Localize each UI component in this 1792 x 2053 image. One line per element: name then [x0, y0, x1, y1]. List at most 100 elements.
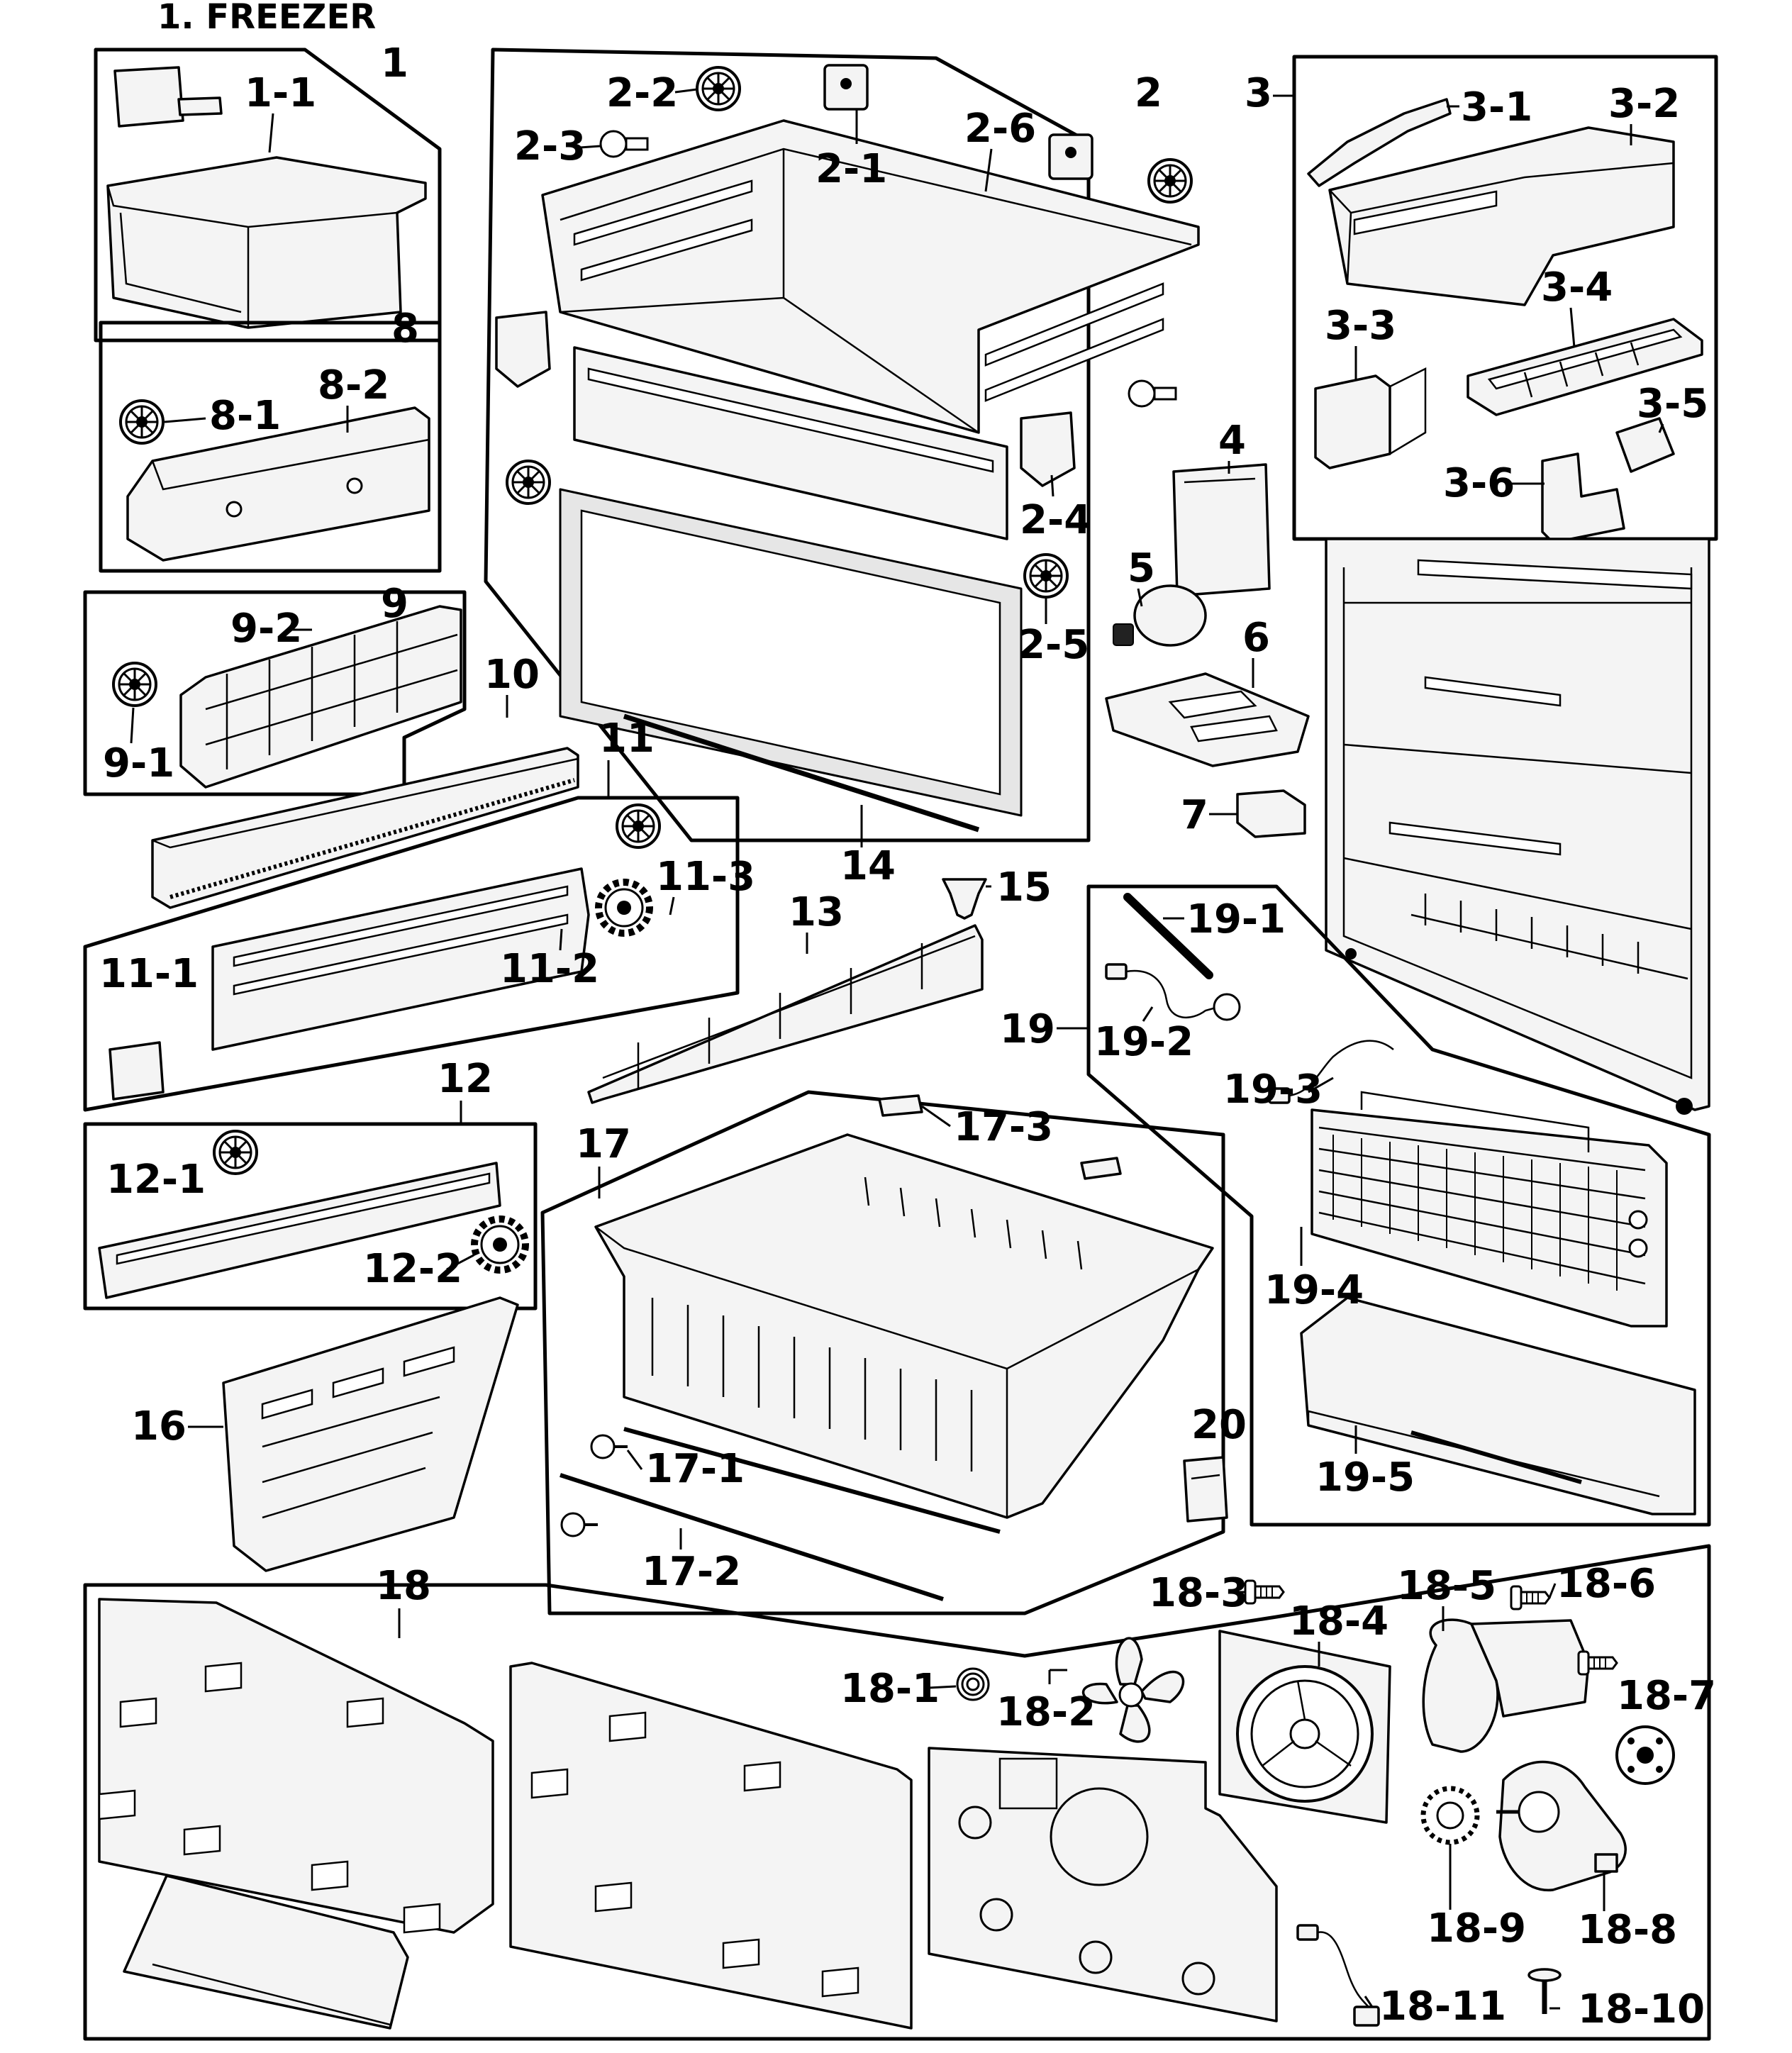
part-10-rail: 10: [151, 652, 579, 909]
callout-18-8: 18-8: [1578, 1907, 1677, 1953]
callout-4: 4: [1218, 418, 1246, 464]
group-9-outline: [83, 590, 467, 796]
drawer-basket: [541, 119, 1200, 434]
callout-6: 6: [1242, 615, 1270, 661]
screw-18-6: [1510, 1585, 1551, 1610]
leader-18-1: [928, 1685, 957, 1689]
callout-17-1: 17-1: [645, 1446, 745, 1492]
callout-2-4: 2-4: [1020, 497, 1091, 543]
rail-11-2: [211, 867, 590, 1051]
group-8-rail: 8 8-1 8-2: [99, 306, 442, 573]
callout-18-5: 18-5: [1397, 1563, 1496, 1609]
leader-9-1: [130, 707, 135, 744]
fan-housing-18-4: [1218, 1630, 1391, 1824]
callout-8-2: 8-2: [318, 362, 389, 408]
sensor-rod-19-1: [1123, 893, 1213, 979]
group-12-outline: [83, 1122, 538, 1311]
callout-11-3: 11-3: [656, 854, 755, 900]
group-17-outline: [540, 1090, 1225, 1615]
callout-11-1: 11-1: [99, 951, 199, 997]
wheel-11: [616, 803, 661, 849]
group-11-outline: [83, 796, 740, 1112]
ejector-arm-3-1: [1307, 98, 1452, 187]
callout-13: 13: [789, 889, 844, 935]
fan-blade-18-2: [1081, 1637, 1185, 1743]
leader-8-1: [164, 417, 206, 423]
fan-cover-plate: [928, 1747, 1278, 2023]
basket-17: [594, 1133, 1214, 1519]
callout-19-3: 19-3: [1223, 1067, 1323, 1113]
leader-1-1: [268, 113, 274, 153]
fan-motor-18-8: [1496, 1760, 1627, 1892]
part-14-gasket-strip: 14: [623, 713, 980, 889]
leader-17-1: [626, 1450, 643, 1470]
module-11-1: [108, 1041, 165, 1101]
cover-3-6: [1541, 452, 1625, 544]
screw-18-6-b: [1577, 1650, 1618, 1676]
callout-9: 9: [381, 581, 408, 627]
ice-bucket: [106, 156, 427, 329]
callout-2-2: 2-2: [606, 70, 678, 116]
harness-19-2: [1105, 963, 1241, 1021]
callout-7: 7: [1181, 792, 1208, 838]
part-7-switch: 7: [1181, 789, 1306, 838]
drawer-clip-2-1: [823, 64, 869, 111]
leader-19-2: [1142, 1006, 1154, 1022]
callout-1: 1: [381, 40, 408, 87]
leader-19-3: [1308, 1076, 1334, 1094]
callout-14: 14: [840, 843, 896, 889]
callout-18-10: 18-10: [1578, 1986, 1705, 2032]
leader-3-4: [1569, 307, 1576, 348]
callout-2-6: 2-6: [964, 106, 1036, 152]
drawer-clip-right: [1048, 133, 1093, 180]
group-18-fan-assembly: 18 18-3 18-4 18-5 18-6 18-1 18-2 18-7 18…: [83, 1544, 1716, 2041]
callout-17: 17: [576, 1121, 631, 1167]
callout-18-9: 18-9: [1427, 1905, 1526, 1952]
callout-18-6: 18-6: [1557, 1561, 1656, 1607]
ice-scoop: [113, 66, 223, 128]
motor-cover-18-5: [1422, 1618, 1590, 1753]
callout-17-2: 17-2: [642, 1549, 741, 1595]
callout-19-2: 19-2: [1094, 1019, 1193, 1065]
callout-3-2: 3-2: [1608, 81, 1680, 127]
basket-label-17-3: [878, 1094, 1122, 1180]
callout-2-5: 2-5: [1018, 622, 1089, 668]
callout-12-2: 12-2: [363, 1246, 462, 1292]
rear-cover-left: [98, 1598, 494, 1934]
leader-12-2: [446, 1254, 474, 1271]
callout-3-3: 3-3: [1325, 303, 1396, 349]
leader-18-11: [1364, 1996, 1374, 2008]
rail-cap-left: [495, 311, 551, 388]
leader-18-6: [1548, 1583, 1557, 1598]
callout-12: 12: [438, 1056, 493, 1102]
callout-19-5: 19-5: [1315, 1454, 1415, 1501]
callout-2-3: 2-3: [514, 123, 586, 169]
group-12-rail: 12 12-1 12-2: [83, 1056, 538, 1311]
freezer-cabinet: [1325, 538, 1710, 1115]
part-5-lamp: 5: [1113, 545, 1207, 647]
wheel-2-5: [1023, 553, 1069, 599]
callout-2-1: 2-1: [816, 146, 887, 192]
ice-maker-body: [1328, 126, 1675, 306]
bolt-2-3: [599, 130, 649, 158]
callout-15: 15: [996, 864, 1052, 911]
callout-1-1: 1-1: [245, 70, 316, 116]
evaporator-19-4: [1310, 1091, 1668, 1328]
callout-17-3: 17-3: [954, 1104, 1053, 1150]
group-2-upper-drawer: 2 2-2 2-3 2-1 2-6 2-4 2-5: [484, 48, 1200, 842]
callout-2: 2: [1135, 70, 1162, 116]
group-1-ice-bucket: 1 1-1: [94, 40, 442, 343]
part-15-clip: 15: [942, 864, 1052, 920]
screw-17-1: [590, 1434, 628, 1459]
part-20-bracket: 20: [1183, 1402, 1247, 1523]
leader-2-2: [674, 88, 698, 94]
gear-11-3: [599, 882, 650, 933]
screw-18-3: [1244, 1579, 1285, 1605]
callout-18-4: 18-4: [1289, 1598, 1388, 1645]
callout-12-1: 12-1: [106, 1157, 206, 1203]
harness-18-11: [1296, 1924, 1380, 2027]
group-19-outline: [1086, 884, 1711, 1527]
rear-cover-flap: [123, 1874, 409, 2030]
group-18-outline: [83, 1544, 1711, 2041]
